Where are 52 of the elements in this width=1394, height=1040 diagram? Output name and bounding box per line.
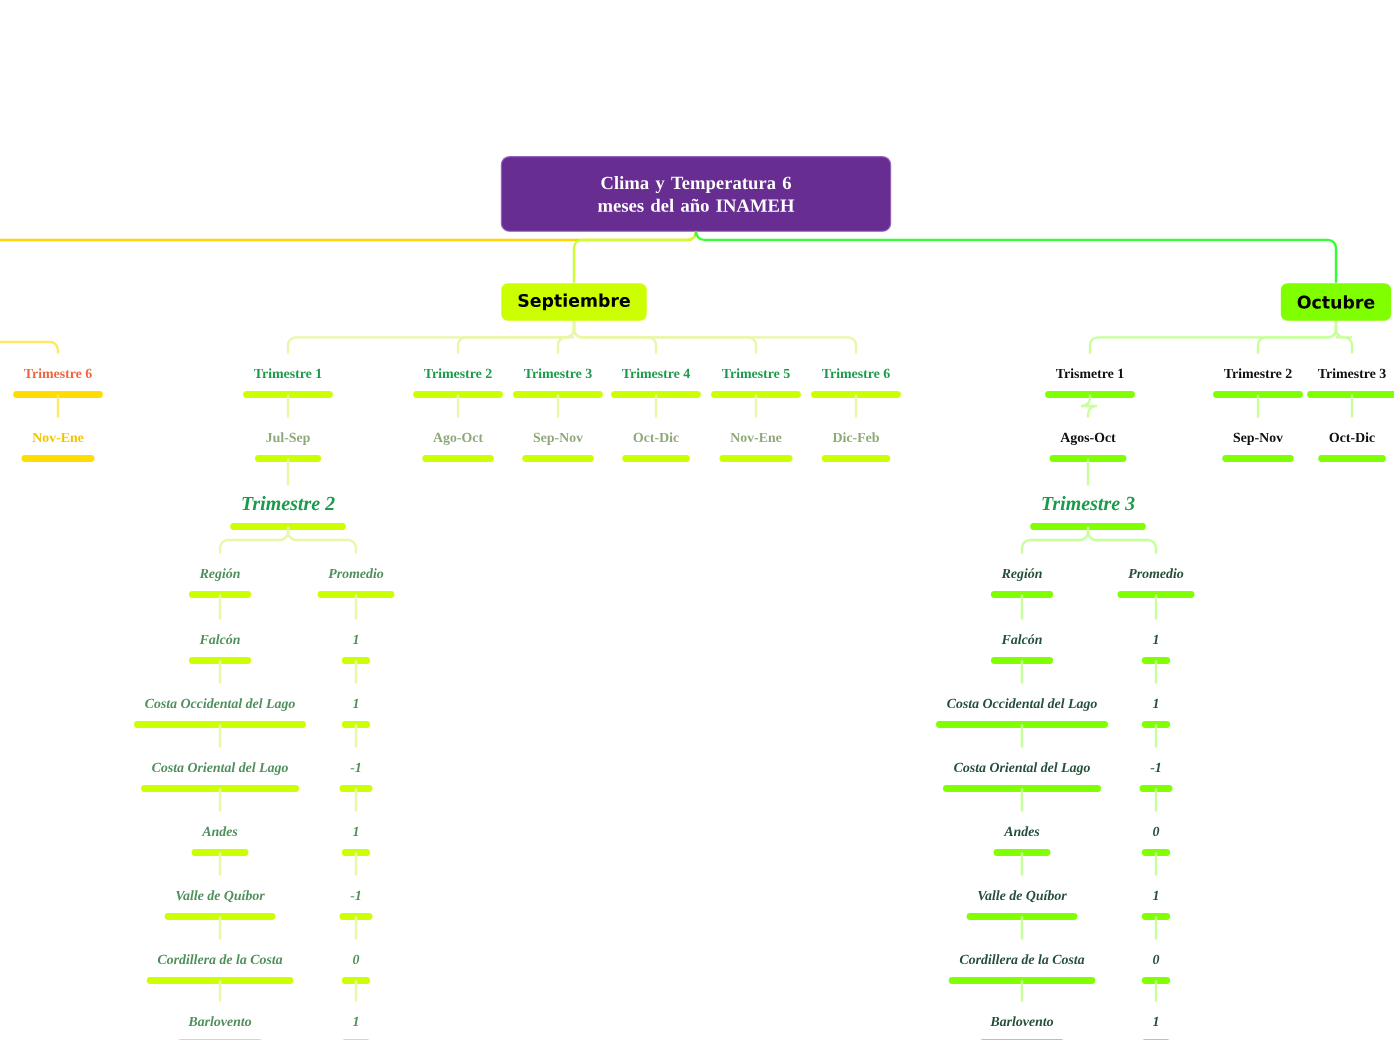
connector-line xyxy=(218,660,222,684)
underlined-label: Trimestre 2 xyxy=(230,496,346,530)
connector-line xyxy=(354,852,358,876)
connector-line xyxy=(286,394,290,418)
connector-line xyxy=(1020,594,1024,620)
connector-line xyxy=(1334,321,1354,354)
connector-line xyxy=(1154,980,1158,1002)
connector-line xyxy=(1086,526,1158,554)
connector-line xyxy=(1154,788,1158,812)
connector-line xyxy=(354,660,358,684)
connector-line xyxy=(1020,788,1024,812)
connector-line xyxy=(56,394,60,418)
connector-line xyxy=(1020,852,1024,876)
connector-line xyxy=(556,394,560,418)
connector-line xyxy=(354,916,358,940)
connector-line xyxy=(354,980,358,1002)
branch-box: Octubre xyxy=(1280,283,1392,321)
connector-line xyxy=(1154,724,1158,748)
connector-line xyxy=(1020,724,1024,748)
connector-line xyxy=(1154,852,1158,876)
connector-line xyxy=(218,852,222,876)
connector-line xyxy=(1020,660,1024,684)
connector-line xyxy=(854,394,858,418)
connector-line xyxy=(218,724,222,748)
connector-line xyxy=(354,724,358,748)
connector-line xyxy=(354,594,358,620)
connector-line xyxy=(694,230,1338,283)
connector-line xyxy=(1020,980,1024,1002)
connector-line xyxy=(1154,916,1158,940)
connector-line xyxy=(354,788,358,812)
connector-line xyxy=(654,394,658,418)
connector-line xyxy=(572,321,858,354)
connector-line xyxy=(286,458,290,486)
connector-line xyxy=(0,340,60,354)
branch-box: Septiembre xyxy=(501,283,647,321)
connector-line xyxy=(572,230,698,283)
connector-line xyxy=(1350,394,1354,418)
underlined-label: Trimestre 3 xyxy=(1030,496,1146,530)
connector-line xyxy=(1020,916,1024,940)
connector-line xyxy=(456,394,460,418)
connector-line xyxy=(218,788,222,812)
connector-line xyxy=(286,526,358,554)
connector-line xyxy=(754,394,758,418)
connector-line xyxy=(218,980,222,1002)
connector-line xyxy=(1086,458,1090,486)
connector-line xyxy=(1079,394,1099,418)
topic-box: Clima y Temperatura 6 meses del año INAMEH xyxy=(500,156,892,232)
connector-line xyxy=(218,916,222,940)
connector-line xyxy=(1256,394,1260,418)
connector-line xyxy=(218,594,222,620)
connector-line xyxy=(1154,660,1158,684)
connector-line xyxy=(1154,594,1158,620)
